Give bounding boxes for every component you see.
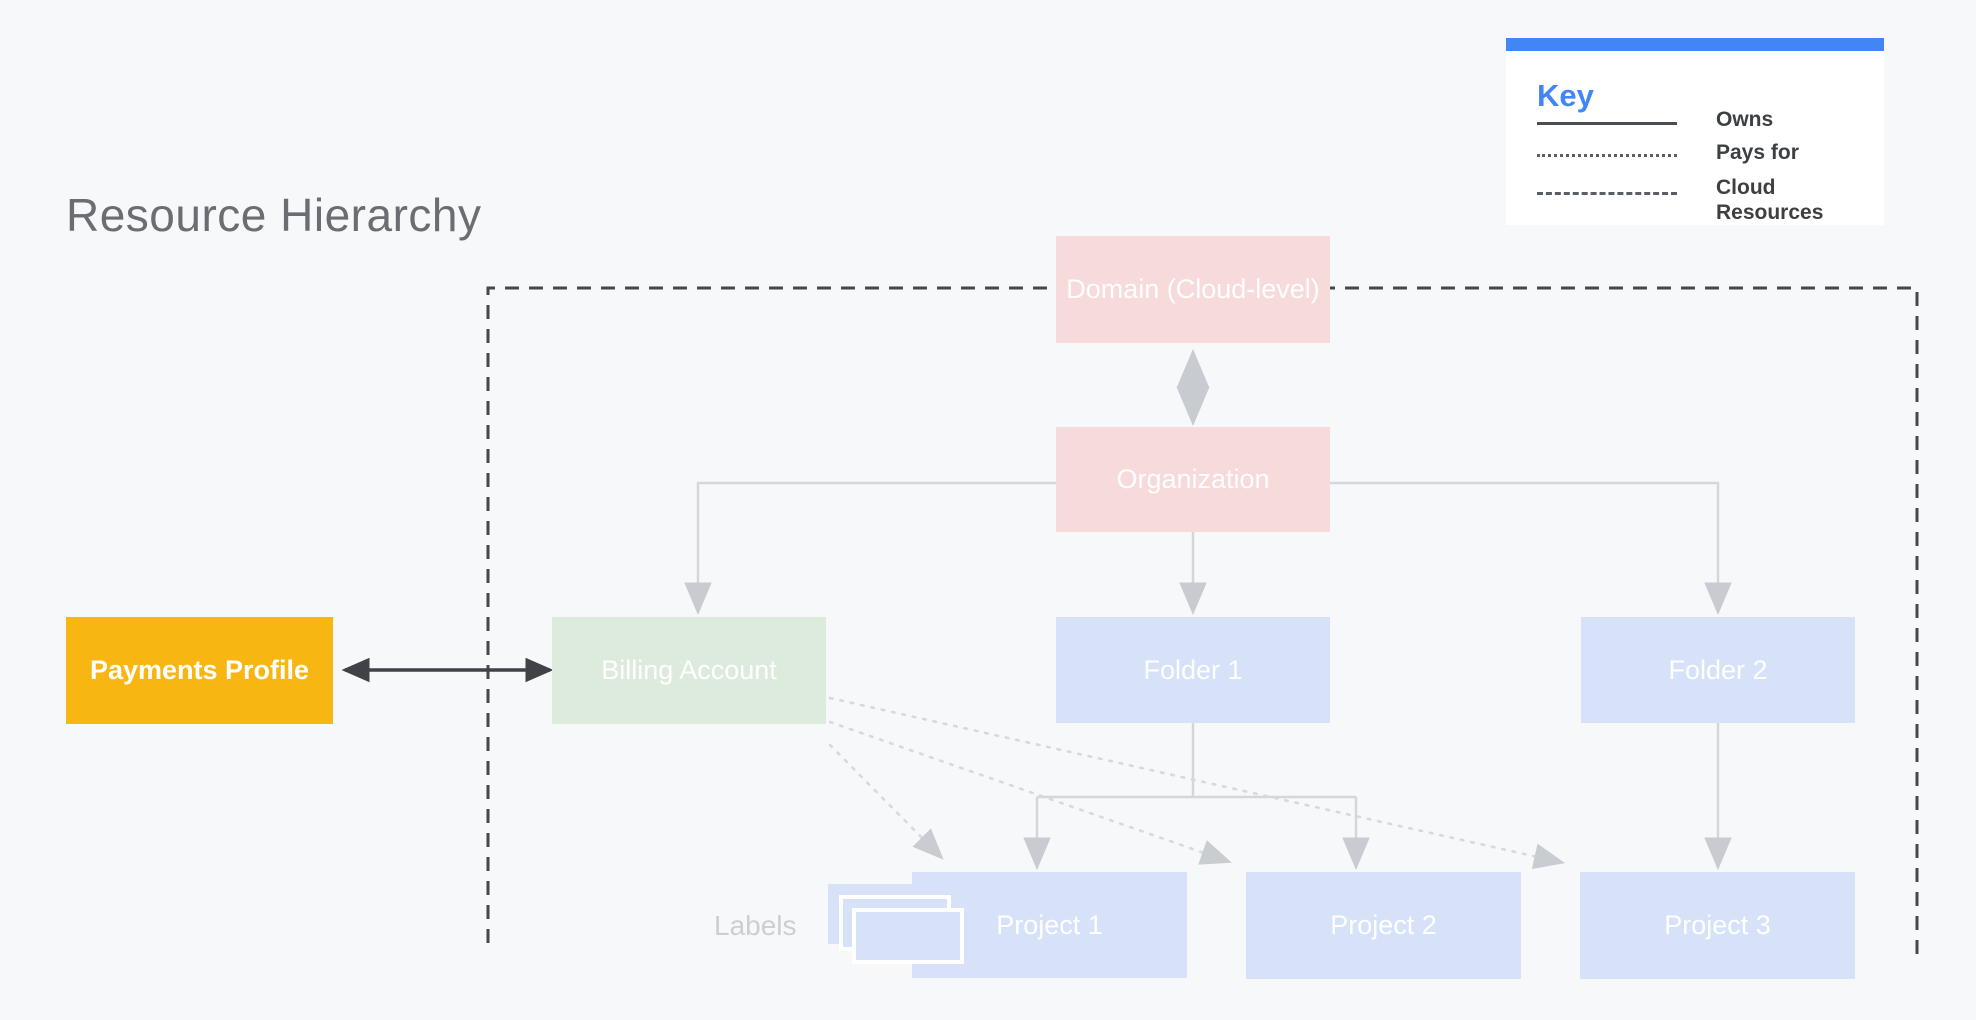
node-folder-1-label: Folder 1 bbox=[1143, 654, 1243, 685]
legend-card: Key Owns Pays for Cloud Resources bbox=[1506, 38, 1884, 225]
node-payments-profile-label: Payments Profile bbox=[89, 655, 310, 685]
node-billing-account-label: Billing Account bbox=[601, 655, 777, 685]
stacked-labels-icon bbox=[828, 884, 978, 970]
node-domain-label: Domain (Cloud-level) bbox=[1066, 274, 1320, 304]
pays-for-line-sample bbox=[1537, 154, 1677, 157]
owns-connectors bbox=[684, 481, 1732, 870]
node-organization-label: Organization bbox=[1116, 464, 1270, 494]
node-project-2: Project 2 bbox=[1246, 872, 1521, 979]
node-organization: Organization bbox=[1056, 427, 1330, 532]
node-folder-2: Folder 2 bbox=[1581, 617, 1855, 723]
node-project-1-label: Project 1 bbox=[996, 909, 1103, 940]
label-card-front bbox=[852, 908, 964, 964]
legend-title: Key bbox=[1537, 78, 1594, 113]
node-billing-account: Billing Account bbox=[552, 617, 826, 724]
legend-label-pays-for: Pays for bbox=[1716, 141, 1799, 164]
node-payments-profile: Payments Profile bbox=[66, 617, 333, 724]
labels-caption: Labels bbox=[714, 910, 797, 941]
page-title: Resource Hierarchy bbox=[66, 189, 482, 241]
cloud-resources-line-sample bbox=[1537, 192, 1677, 195]
pays-for-arrows bbox=[828, 696, 1566, 869]
node-domain: Domain (Cloud-level) bbox=[1056, 236, 1330, 343]
node-project-2-label: Project 2 bbox=[1330, 910, 1437, 940]
owns-line-sample bbox=[1537, 122, 1677, 125]
legend-accent-bar bbox=[1506, 38, 1884, 51]
legend-label-owns: Owns bbox=[1716, 108, 1774, 131]
node-folder-2-label: Folder 2 bbox=[1668, 654, 1768, 685]
node-folder-1: Folder 1 bbox=[1056, 617, 1330, 723]
legend-label-cloud-resources: Cloud Resources bbox=[1716, 176, 1824, 224]
node-project-3: Project 3 bbox=[1580, 872, 1855, 979]
node-project-3-label: Project 3 bbox=[1664, 910, 1771, 940]
